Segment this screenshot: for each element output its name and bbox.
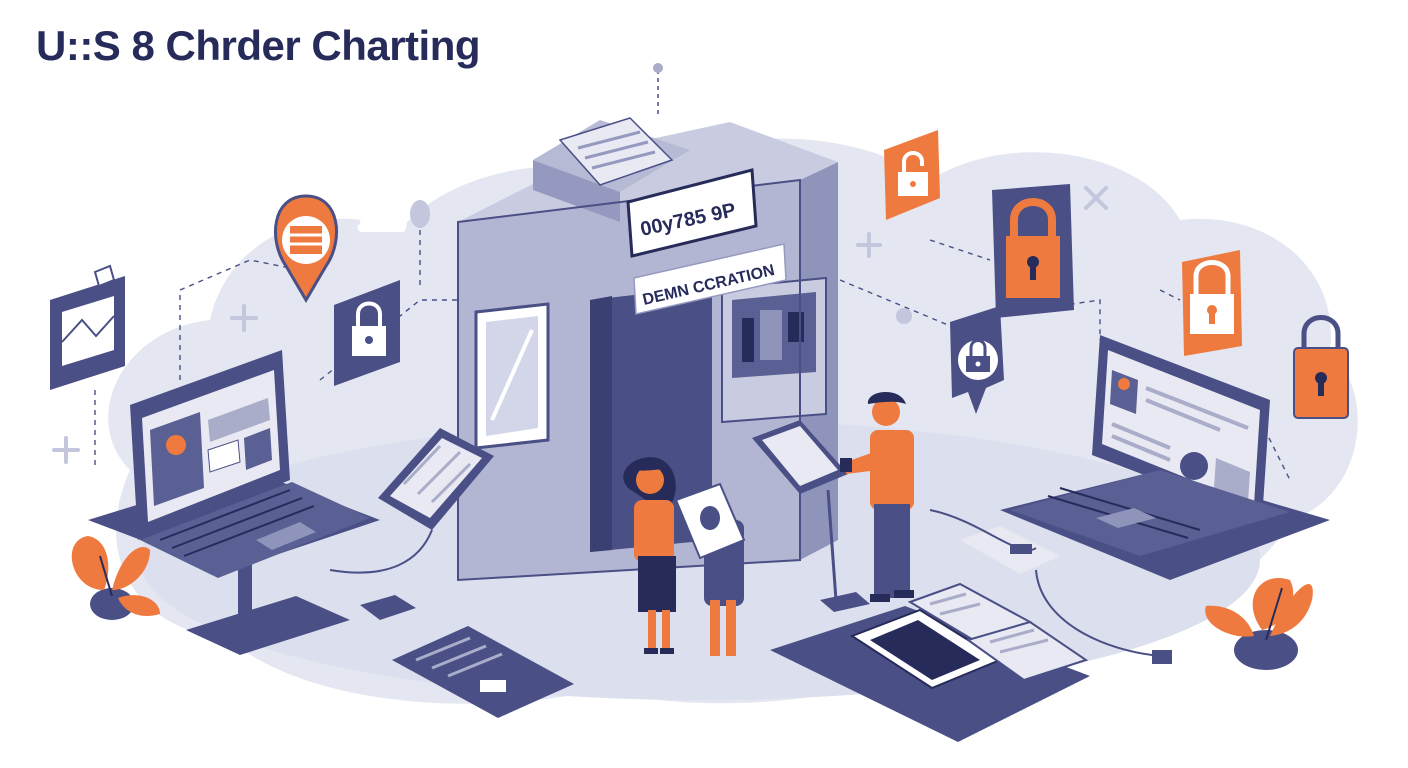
person-woman xyxy=(623,457,746,656)
person-man xyxy=(840,391,914,602)
lock-icon xyxy=(1182,250,1242,356)
tablet-icon xyxy=(752,420,870,612)
lock-icon xyxy=(992,184,1074,318)
lock-icon xyxy=(950,306,1004,414)
envelope-icon xyxy=(50,264,125,390)
laptop-icon xyxy=(88,350,380,655)
tablet-icon xyxy=(329,428,494,620)
decorative-cloud xyxy=(357,209,407,232)
laptop-icon xyxy=(1000,335,1330,580)
lock-icon xyxy=(334,280,400,386)
page-title: U::S 8 Chrder Charting xyxy=(36,22,481,69)
plant-icon xyxy=(1205,578,1313,670)
lock-icon xyxy=(884,130,940,220)
floor-device xyxy=(929,509,1172,664)
antenna-dot xyxy=(653,63,663,73)
booth-display: 00y785 9P xyxy=(626,168,758,258)
plant-icon xyxy=(71,536,160,620)
decorative-dot xyxy=(896,308,912,324)
decorative-dot xyxy=(410,200,430,228)
location-pin-icon xyxy=(273,194,339,303)
decorative-marks xyxy=(52,186,1108,464)
document-icon xyxy=(392,626,574,718)
lock-icon xyxy=(1293,315,1349,419)
document-icon xyxy=(770,582,1090,742)
